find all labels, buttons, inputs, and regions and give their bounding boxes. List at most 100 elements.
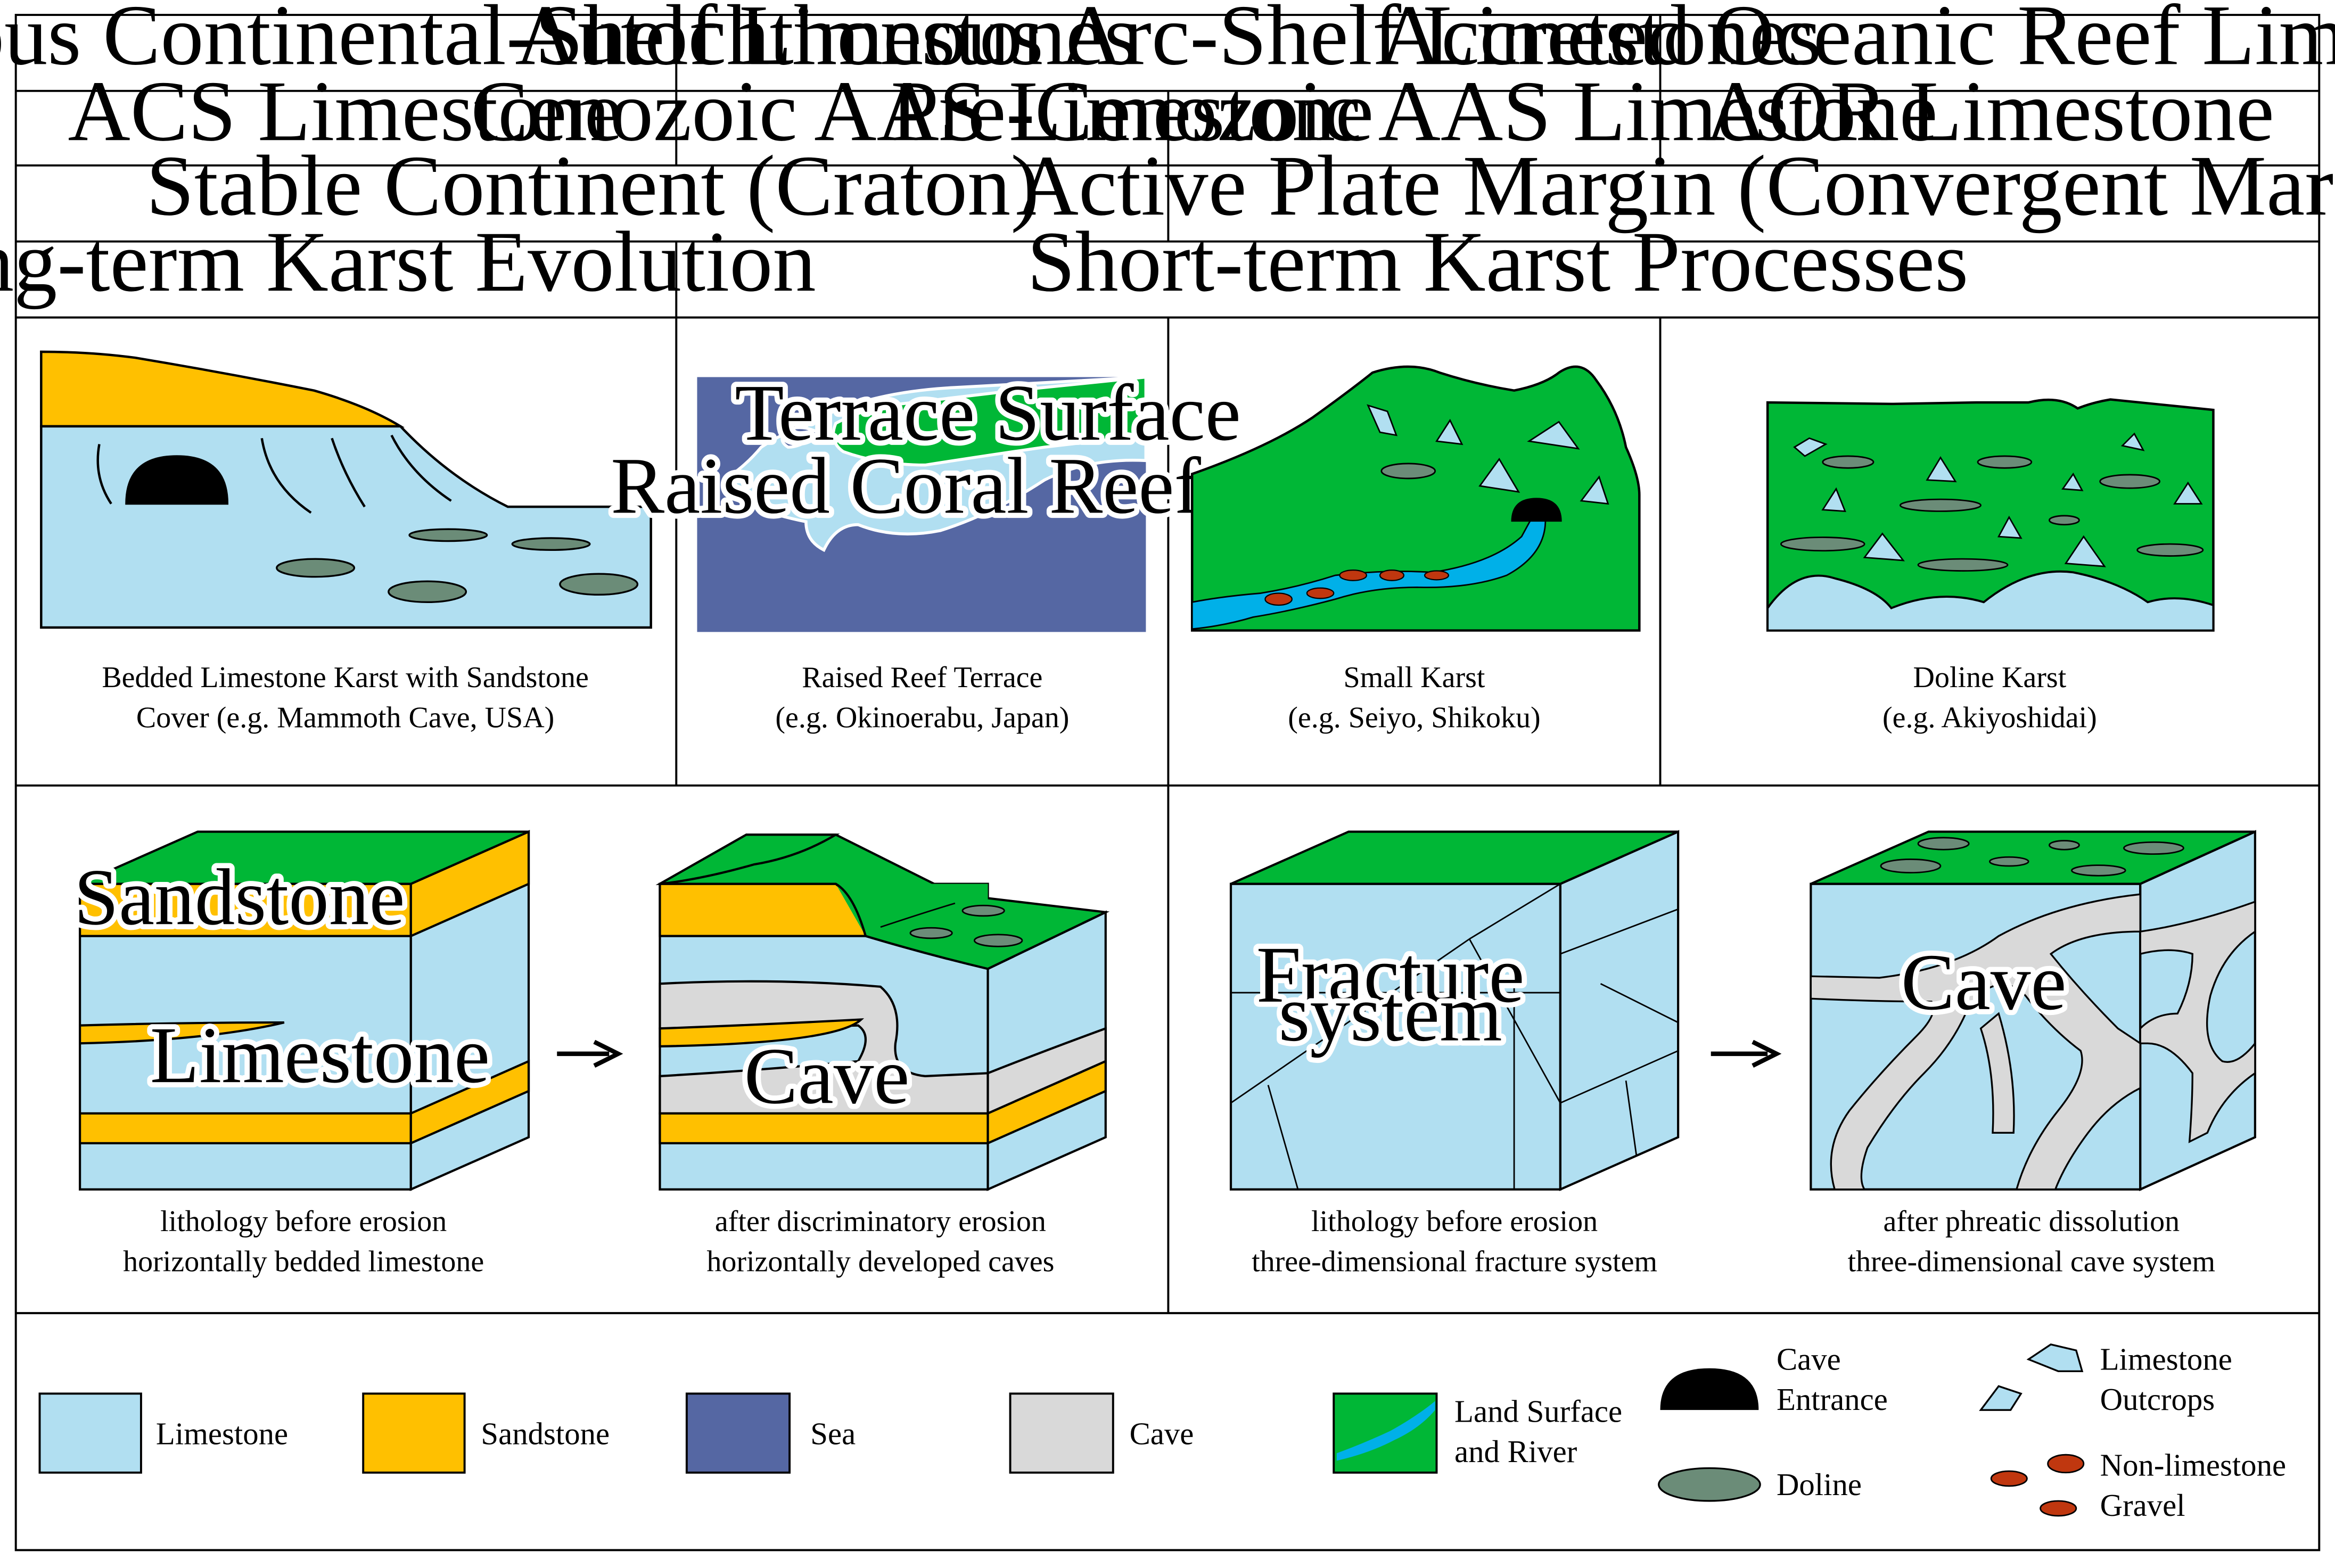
dolines xyxy=(276,528,639,604)
block-cave-after: Cave xyxy=(1810,830,2256,1191)
doline xyxy=(1380,463,1436,480)
doline xyxy=(408,528,488,542)
limestone-body xyxy=(40,425,652,629)
fracture-lines xyxy=(96,434,452,514)
cave-label: Cave xyxy=(1901,937,2067,1027)
terrace-surface-label: Terrace Surface xyxy=(735,368,1241,457)
cave-label: Cave xyxy=(744,1031,910,1120)
doline xyxy=(1917,837,1970,851)
limestone-outcrop xyxy=(1821,487,1846,513)
dolines xyxy=(1880,837,2184,877)
panel-raised-reef-terrace: Terrace Surface Raised Coral Reef Raised… xyxy=(605,362,1246,735)
doline xyxy=(2071,864,2126,877)
cave-network-front xyxy=(1810,893,2141,1191)
legend-cave-entrance-line2: Entrance xyxy=(1777,1382,1888,1417)
caption-doline-line1: Doline Karst xyxy=(1913,661,2067,694)
caption-block4-line2: three-dimensional cave system xyxy=(1848,1245,2215,1278)
cave-shaft xyxy=(1979,1012,2015,1134)
sandstone-bed-front xyxy=(79,882,412,937)
caption-block3-line1: lithology before erosion xyxy=(1311,1205,1598,1238)
caption-block2-line2: horizontally developed caves xyxy=(706,1245,1054,1278)
land-surface xyxy=(1190,365,1641,632)
legend-gravel-line2: Gravel xyxy=(2100,1488,2185,1523)
legend-land-label-line1: Land Surface xyxy=(1454,1394,1622,1429)
limestone-outcrop xyxy=(2064,535,2106,567)
doline xyxy=(388,580,467,604)
header-aor-limestones: Accreted Oceanic Reef Limestones xyxy=(1379,0,2335,83)
header-aor-limestone: AOR Limestone xyxy=(1705,63,2274,159)
limestone-outcrop xyxy=(1926,456,1957,483)
doline xyxy=(1899,498,1982,512)
cave-entrance-icon xyxy=(125,455,229,505)
caption-reef-line2: (e.g. Okinoerabu, Japan) xyxy=(775,702,1069,735)
limestone-outcrop xyxy=(1527,420,1580,450)
reef-inlet xyxy=(780,426,821,449)
sandstone-lens xyxy=(659,1018,865,1048)
doline xyxy=(2099,474,2161,489)
doline xyxy=(1917,558,2009,572)
limestone-outcrop xyxy=(1478,457,1520,493)
sandstone-remnant xyxy=(659,882,867,937)
header-stable-continent: Stable Continent (Craton) xyxy=(146,138,1039,234)
gravel-icon xyxy=(2047,1454,2085,1474)
doline xyxy=(961,904,1005,917)
fracture-label-line1: Fracture xyxy=(1256,930,1525,1019)
caption-block1-line1: lithology before erosion xyxy=(160,1205,447,1238)
land-top xyxy=(659,833,840,885)
fracture-label-line2: system xyxy=(1279,969,1502,1058)
legend-cave-label: Cave xyxy=(1130,1417,1194,1451)
legend-outcrops-line1: Limestone xyxy=(2100,1342,2232,1377)
doline xyxy=(276,558,356,578)
sandstone-bed-front xyxy=(79,1112,412,1144)
doline xyxy=(511,537,591,551)
limestone-front xyxy=(1229,882,1562,1191)
legend-gravel-line1: Non-limestone xyxy=(2100,1448,2286,1482)
limestone-outcrops xyxy=(1793,432,2203,567)
legend-outcrops-line2: Outcrops xyxy=(2100,1382,2215,1417)
header-pre-cenozoic-aas: Pre-Cenozoic AAS Limestone xyxy=(891,63,1938,159)
caption-block1-line2: horizontally bedded limestone xyxy=(123,1245,484,1278)
panel-bedded-limestone-karst: Bedded Limestone Karst with Sandstone Co… xyxy=(40,350,652,735)
legend-river-icon xyxy=(1336,1401,1435,1461)
doline xyxy=(1977,455,2033,469)
limestone-outcrop xyxy=(1997,515,2022,539)
sandstone-lens xyxy=(79,1021,285,1045)
sandstone-bed-side xyxy=(409,1059,530,1145)
land-surface xyxy=(1766,398,2215,632)
limestone-outcrop xyxy=(2120,432,2145,451)
raised-coral-reef-label: Raised Coral Reef xyxy=(611,441,1201,530)
limestone-outcrop xyxy=(1580,475,1609,505)
limestone-outcrop xyxy=(2061,472,2084,491)
terrace-surface xyxy=(832,375,1148,467)
block-bedded-after: Cave xyxy=(655,833,1110,1191)
header-cenozoic-aas: Cenozoic AAS Limestone xyxy=(471,63,1374,159)
doline xyxy=(909,927,953,939)
header-short-term-karst: Short-term Karst Processes xyxy=(1027,214,1968,310)
doline xyxy=(2123,841,2184,855)
limestone-outcrop-icon xyxy=(2026,1343,2084,1373)
doline xyxy=(1780,537,1865,552)
caption-block4-line1: after phreatic dissolution xyxy=(1883,1205,2180,1238)
legend-limestone-label: Limestone xyxy=(156,1417,288,1451)
limestone-outcrop xyxy=(1793,437,1828,457)
gravel-icon xyxy=(2040,1500,2077,1517)
gravel-pebble xyxy=(1264,592,1293,606)
caption-reef-line1: Raised Reef Terrace xyxy=(802,661,1042,694)
block-bedded-before: Sandstone Limestone xyxy=(69,830,530,1191)
legend-sandstone-label: Sandstone xyxy=(481,1417,610,1451)
doline xyxy=(559,573,639,596)
cave-side xyxy=(986,1027,1107,1116)
header-aas-limestones: Autochthonous Arc-Shelf Limestones xyxy=(515,0,1822,83)
legend-doline-label: Doline xyxy=(1777,1467,1862,1502)
gravel-icon xyxy=(1990,1470,2028,1487)
outer-border xyxy=(14,14,2321,1552)
header-active-plate-margin: Active Plate Margin (Convergent Margin) xyxy=(1016,138,2335,234)
gravel-pebble xyxy=(1379,570,1404,581)
legend-land-label-line2: and River xyxy=(1454,1434,1577,1469)
legend-sea-label: Sea xyxy=(810,1417,856,1451)
doline xyxy=(2136,543,2204,557)
caption-bedded-line1: Bedded Limestone Karst with Sandstone xyxy=(102,661,589,694)
legend: Limestone Sandstone Sea Cave Land Surfac… xyxy=(38,1342,2286,1523)
cave-entrance-icon xyxy=(1660,1368,1759,1410)
limestone-outcrop xyxy=(1863,532,1905,562)
